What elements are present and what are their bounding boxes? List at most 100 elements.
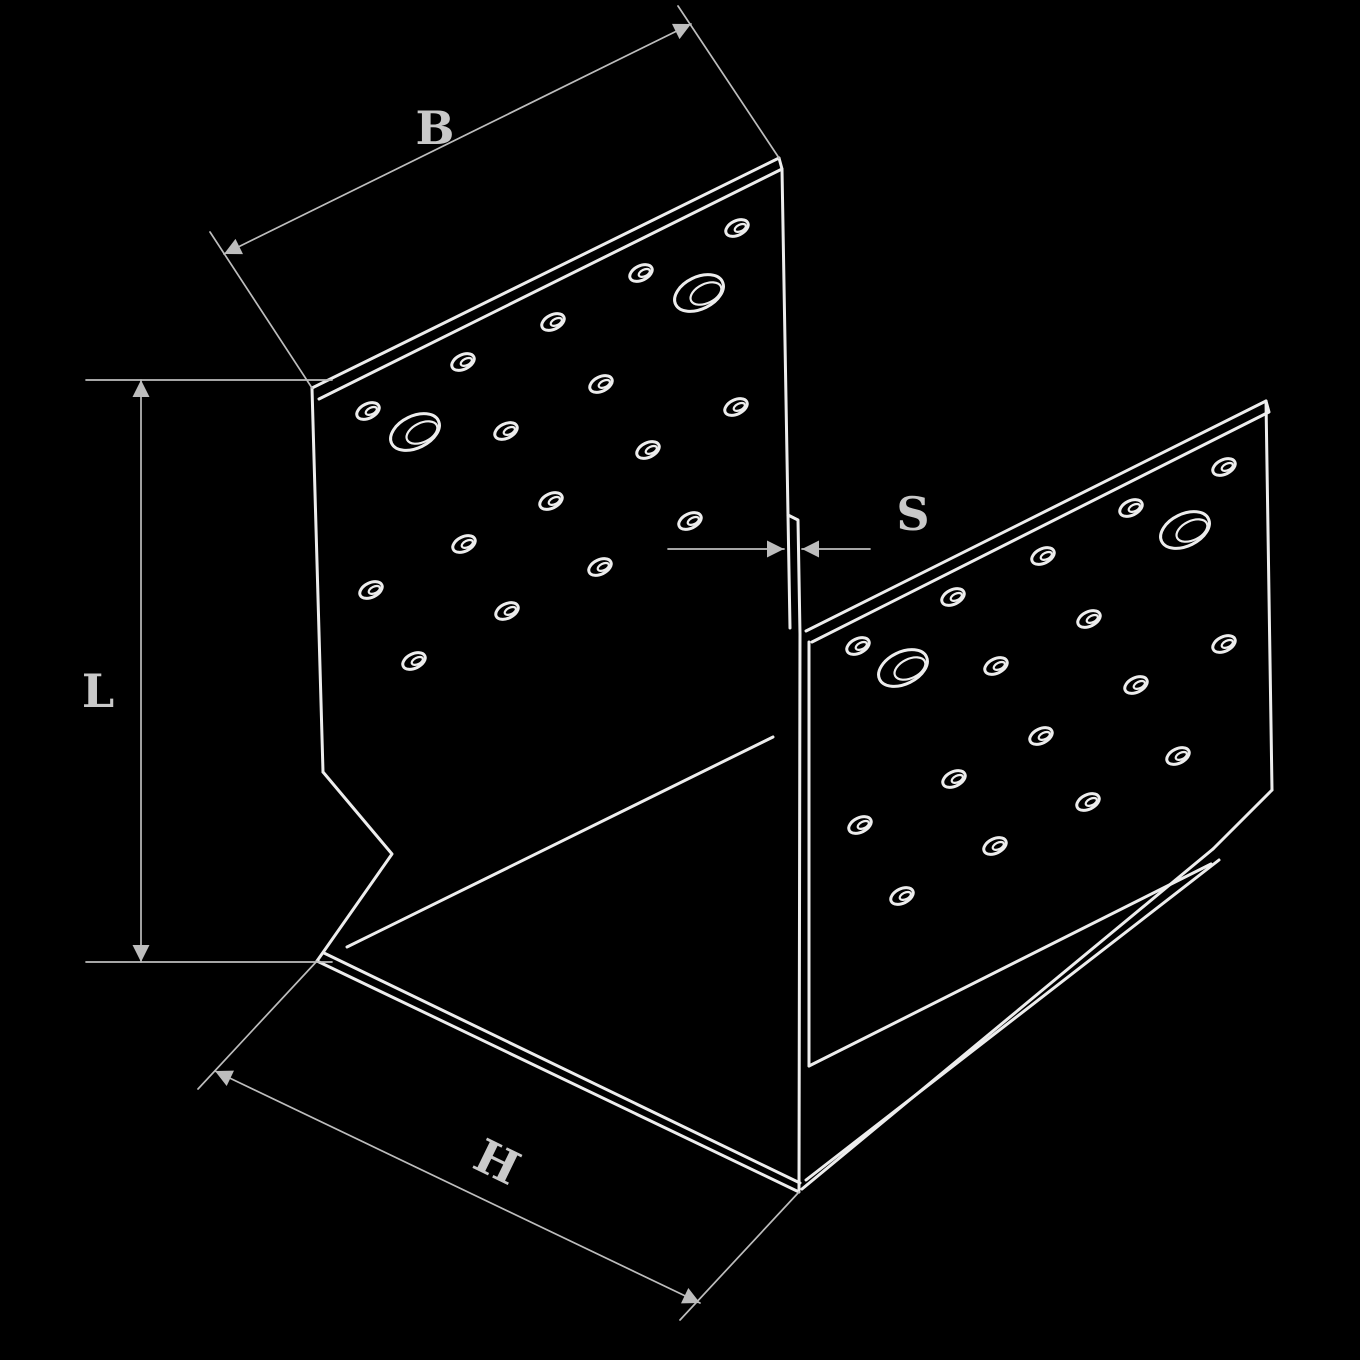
left-plate-top-edge-inner	[317, 156, 784, 401]
hole-outline	[1211, 634, 1237, 654]
hole-outline	[1030, 546, 1056, 566]
hole-outline	[358, 580, 384, 600]
right-plate-nail-holes	[845, 457, 1237, 906]
hole-outline	[940, 587, 966, 607]
dimension-b: B	[209, 5, 780, 389]
hole-outline	[540, 312, 566, 332]
hole-outline	[847, 815, 873, 835]
hole-inner-wall	[597, 378, 611, 390]
right-plate-top-edge-inner	[810, 399, 1271, 644]
left-flange-outer-edge	[315, 959, 801, 1194]
hole-outline	[677, 511, 703, 531]
hole-inner-wall	[991, 840, 1005, 852]
hole-outline	[401, 651, 427, 671]
hole-outline	[1165, 746, 1191, 766]
hole-inner-wall	[854, 640, 868, 652]
hole-outline	[1028, 726, 1054, 746]
hole-outline	[982, 836, 1008, 856]
hole-outline	[723, 397, 749, 417]
hole-inner-wall	[459, 356, 473, 368]
dimension-b-extension-right	[677, 5, 780, 159]
hole-inner-wall	[949, 591, 963, 603]
hole-outline	[635, 440, 661, 460]
left-plate-bolt-holes	[389, 273, 725, 452]
hole-outline	[494, 601, 520, 621]
hole-inner-wall	[503, 605, 517, 617]
hole-outline	[538, 491, 564, 511]
left-plate-thickness-edge	[786, 513, 802, 636]
hole-inner-wall	[644, 444, 658, 456]
hole-inner-wall	[856, 819, 870, 831]
hole-inner-wall	[410, 655, 424, 667]
hole-inner-wall	[992, 660, 1006, 672]
left-plate-right-edge	[780, 167, 792, 630]
right-plate-fold-line	[807, 862, 1213, 1068]
hole-inner-wall	[367, 584, 381, 596]
hole-inner-wall	[405, 420, 439, 445]
dimension-b-extension-left	[209, 231, 313, 389]
center-fold	[797, 632, 811, 1192]
right-plate-bolt-holes	[877, 510, 1211, 688]
dimension-s: S	[667, 487, 930, 558]
hole-outline	[587, 557, 613, 577]
hole-outline	[1211, 457, 1237, 477]
left-plate-fold-line	[345, 735, 775, 949]
dimension-h-line	[214, 1070, 701, 1304]
hole-outline	[1123, 675, 1149, 695]
hole-inner-wall	[596, 561, 610, 573]
hole-outline	[724, 218, 750, 238]
dimension-b-line	[223, 23, 692, 255]
hole-inner-wall	[689, 281, 723, 306]
hole-outline	[493, 421, 519, 441]
hole-inner-wall	[460, 538, 474, 550]
left-plate-nail-holes	[355, 218, 750, 671]
left-flange-inner-edge	[322, 951, 802, 1185]
dimension-h-extension-left	[197, 960, 318, 1090]
hole-inner-wall	[898, 890, 912, 902]
hole-inner-wall	[1220, 638, 1234, 650]
right-plate-right-edge	[1264, 399, 1274, 792]
hole-outline	[1075, 792, 1101, 812]
hole-outline	[845, 636, 871, 656]
hole-outline	[389, 412, 441, 452]
hole-inner-wall	[637, 267, 651, 279]
hole-outline	[941, 769, 967, 789]
hole-outline	[451, 534, 477, 554]
dimension-h-extension-right	[679, 1191, 800, 1321]
dimension-s-label: S	[896, 487, 929, 541]
hole-outline	[983, 656, 1009, 676]
hole-outline	[588, 374, 614, 394]
hole-inner-wall	[549, 316, 563, 328]
hole-inner-wall	[1084, 796, 1098, 808]
hole-inner-wall	[893, 656, 927, 681]
hole-inner-wall	[1174, 750, 1188, 762]
hole-outline	[889, 886, 915, 906]
hole-outline	[355, 401, 381, 421]
left-plate-notch	[315, 770, 394, 963]
dimension-l-label: L	[82, 664, 114, 718]
dimension-h-label: H	[466, 1128, 529, 1196]
hole-outline	[673, 273, 725, 313]
hole-outline	[877, 648, 929, 688]
dimension-l: L	[82, 379, 333, 963]
right-plate	[800, 399, 1274, 1191]
hole-inner-wall	[502, 425, 516, 437]
right-plate-notch	[1211, 788, 1274, 851]
hole-outline	[1118, 498, 1144, 518]
hole-outline	[1159, 510, 1211, 550]
left-plate-top-edge-outer	[310, 156, 781, 390]
hole-inner-wall	[1127, 502, 1141, 514]
dimension-b-label: B	[416, 101, 455, 155]
hole-inner-wall	[1132, 679, 1146, 691]
hole-inner-wall	[547, 495, 561, 507]
hole-inner-wall	[1037, 730, 1051, 742]
right-plate-top-edge-outer	[804, 399, 1268, 633]
hole-outline	[1076, 609, 1102, 629]
hole-outline	[628, 263, 654, 283]
hole-outline	[450, 352, 476, 372]
right-flange-inner-edge	[804, 858, 1221, 1182]
hole-inner-wall	[1175, 518, 1209, 543]
hole-inner-wall	[732, 401, 746, 413]
hole-inner-wall	[364, 405, 378, 417]
